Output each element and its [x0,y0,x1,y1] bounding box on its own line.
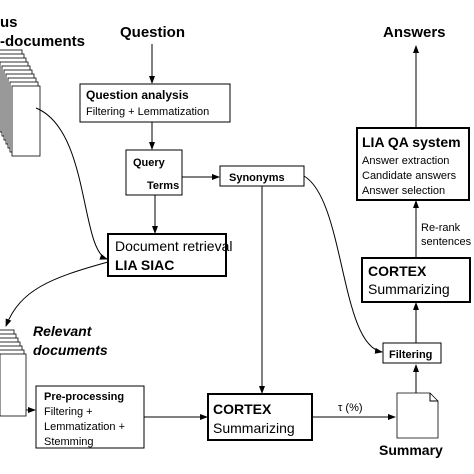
preprocessing-line2: Lemmatization + [44,421,125,433]
cortex-right-line2: Summarizing [368,281,450,297]
document-retrieval-box: Document retrieval LIA SIAC [107,233,233,277]
rerank-label-line1: Re-rank [421,222,461,234]
question-label: Question [120,24,185,41]
relevant-label-line2: documents [33,342,108,358]
rerank-label-line2: sentences [421,236,472,248]
question-analysis-subtitle: Filtering + Lemmatization [86,106,209,118]
preprocessing-box: Pre-processing Filtering + Lemmatization… [35,385,145,449]
arrow-retrieval-to-relevant [5,261,109,327]
cortex-bottom-line2: Summarizing [213,420,295,436]
query-terms-line1: Query [133,157,166,169]
cortex-right-line1: CORTEX [368,263,427,279]
lia-qa-line2: Candidate answers [362,170,457,182]
question-analysis-title: Question analysis [86,88,189,102]
lia-qa-title: LIA QA system [362,134,461,150]
relevant-label-line1: Relevant [33,323,93,339]
filtering-label: Filtering [389,349,432,361]
query-terms-line2: Terms [147,180,179,192]
summary-document-icon [396,392,439,439]
filtering-box: Filtering [382,342,442,364]
summary-label: Summary [379,442,443,458]
synonyms-label: Synonyms [229,172,285,184]
corpus-label-line1: us [0,14,18,31]
document-retrieval-line1: Document retrieval [115,238,233,254]
tau-percent-label: τ (%) [338,402,363,414]
lia-qa-line3: Answer selection [362,185,445,197]
preprocessing-line3: Stemming [44,436,94,448]
relevant-document-stack-icon [0,329,27,417]
query-terms-box: Query Terms [125,149,183,196]
question-analysis-box: Question analysis Filtering + Lemmatizat… [79,83,231,123]
lia-qa-system-box: LIA QA system Answer extraction Candidat… [356,127,470,201]
document-retrieval-line2: LIA SIAC [115,257,174,273]
arrow-corpus-to-retrieval [35,107,108,260]
cortex-bottom-line1: CORTEX [213,401,272,417]
synonyms-box: Synonyms [219,165,305,187]
arrow-synonyms-to-filtering [303,175,383,354]
answers-label: Answers [383,24,446,41]
cortex-summarizing-box-bottom: CORTEX Summarizing [207,393,313,441]
preprocessing-line1: Filtering + [44,406,93,418]
corpus-document-stack-icon [0,49,41,157]
corpus-label-line2: -documents [0,33,85,50]
preprocessing-title: Pre-processing [44,391,124,403]
lia-qa-line1: Answer extraction [362,155,449,167]
cortex-summarizing-box-right: CORTEX Summarizing [361,257,471,303]
